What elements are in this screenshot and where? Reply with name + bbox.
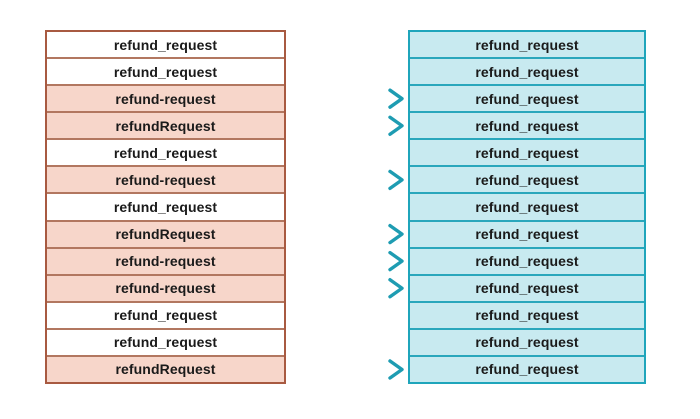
left-row: refundRequest bbox=[47, 111, 284, 138]
left-row: refund-request bbox=[47, 84, 284, 111]
arrowhead-icon bbox=[390, 253, 402, 270]
left-row: refund-request bbox=[47, 165, 284, 192]
right-row: refund_request bbox=[410, 192, 644, 219]
right-row: refund_request bbox=[410, 355, 644, 382]
right-row: refund_request bbox=[410, 274, 644, 301]
left-row: refund_request bbox=[47, 138, 284, 165]
arrowhead-icon bbox=[390, 280, 402, 297]
left-row: refund_request bbox=[47, 301, 284, 328]
arrowhead-icon bbox=[390, 171, 402, 188]
left-row: refund_request bbox=[47, 328, 284, 355]
right-row: refund_request bbox=[410, 301, 644, 328]
right-row: refund_request bbox=[410, 84, 644, 111]
right-row: refund_request bbox=[410, 111, 644, 138]
right-row: refund_request bbox=[410, 247, 644, 274]
arrowhead-icon bbox=[390, 117, 402, 134]
left-row: refund-request bbox=[47, 247, 284, 274]
arrowhead-icon bbox=[390, 90, 402, 107]
left-row: refund-request bbox=[47, 274, 284, 301]
right-row: refund_request bbox=[410, 328, 644, 355]
left-row: refund_request bbox=[47, 32, 284, 57]
right-row: refund_request bbox=[410, 32, 644, 57]
mapping-arrows bbox=[293, 90, 402, 378]
arrowhead-icon bbox=[390, 226, 402, 243]
right-row: refund_request bbox=[410, 138, 644, 165]
left-row: refundRequest bbox=[47, 355, 284, 382]
left-row: refundRequest bbox=[47, 220, 284, 247]
left-row: refund_request bbox=[47, 192, 284, 219]
right-row: refund_request bbox=[410, 57, 644, 84]
right-row: refund_request bbox=[410, 220, 644, 247]
right-column: refund_requestrefund_requestrefund_reque… bbox=[408, 30, 646, 384]
left-column: refund_requestrefund_requestrefund-reque… bbox=[45, 30, 286, 384]
right-row: refund_request bbox=[410, 165, 644, 192]
arrowhead-icon bbox=[390, 361, 402, 378]
left-row: refund_request bbox=[47, 57, 284, 84]
